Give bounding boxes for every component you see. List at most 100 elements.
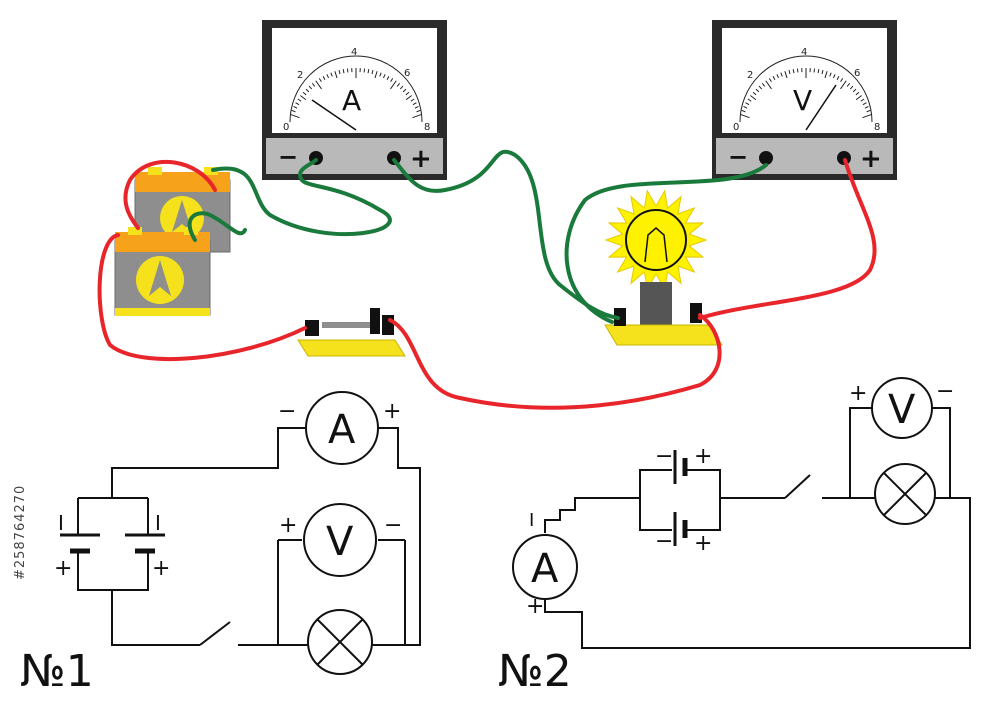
ammeter-scale-6: 6 — [404, 68, 410, 79]
dial-tick — [768, 78, 772, 83]
dial-tick — [821, 69, 824, 75]
dial-tick — [817, 69, 820, 74]
dial-tick — [297, 98, 302, 102]
ammeter-minus-sign: − — [278, 143, 298, 171]
switch-post-middle — [370, 308, 380, 334]
bulb-filament — [644, 227, 668, 263]
sch1-battery-left-gap — [55, 535, 103, 553]
dial-tick — [772, 76, 776, 81]
voltmeter-terminal-panel — [716, 138, 893, 174]
sch2-voltmeter-minus: − — [936, 379, 954, 404]
dial-tick — [758, 85, 763, 90]
wire-green-battery-link — [187, 211, 247, 242]
dial-tick — [302, 91, 307, 96]
sch1-voltmeter-minus: − — [384, 513, 402, 538]
battery-front-top — [115, 232, 210, 252]
sch2-wire-loop — [544, 407, 971, 649]
sch1-ammeter-circle — [305, 391, 379, 465]
knife-switch — [297, 308, 406, 357]
lamp-post-left — [614, 308, 626, 326]
ammeter-terminal-panel — [266, 138, 443, 174]
wire-red-battery-top — [123, 160, 217, 230]
dial-tick — [390, 78, 394, 83]
voltmeter-scale-8: 8 — [874, 122, 880, 133]
dial-tick — [318, 78, 322, 83]
sch2-wire-ammeter-battery — [544, 497, 640, 533]
dial-tick — [382, 74, 386, 79]
sch1-ammeter-plus: + — [383, 399, 401, 424]
sch1-label: №1 — [20, 646, 94, 697]
dial-tick — [784, 71, 788, 79]
dial-tick — [855, 91, 860, 96]
lamp-post-right — [690, 303, 702, 323]
dial-tick — [300, 95, 307, 101]
sch1-battery-left-plus: + — [54, 556, 72, 581]
dial-tick — [849, 85, 854, 90]
dial-tick — [334, 71, 338, 79]
dial-tick — [399, 85, 404, 90]
dial-tick — [866, 109, 871, 113]
dial-tick — [864, 105, 869, 109]
voltmeter-ticks — [739, 68, 873, 119]
sch1-battery-right-gap — [120, 535, 168, 553]
dial-tick — [396, 82, 401, 87]
dial-tick — [405, 91, 410, 96]
dial-tick — [741, 109, 746, 113]
dial-tick — [840, 78, 844, 83]
dial-tick — [386, 76, 390, 81]
dial-tick — [829, 72, 832, 77]
switch-base — [297, 339, 406, 357]
dial-tick — [765, 80, 772, 90]
dial-tick — [379, 72, 382, 77]
dial-tick — [852, 88, 857, 93]
bulb-glass — [625, 209, 687, 271]
battery-front-arrow-icon — [149, 260, 171, 296]
wires — [97, 149, 877, 410]
sch2-battery-bottom-minus: − — [655, 529, 673, 554]
wire-red-battery-switch — [97, 233, 307, 362]
dial-tick — [390, 80, 397, 90]
battery-front — [114, 227, 211, 316]
voltmeter-scale-arc — [739, 55, 873, 123]
sch1-switch-blade — [199, 621, 231, 646]
dial-tick — [846, 82, 851, 87]
dial-tick — [311, 82, 316, 87]
dial-tick — [405, 95, 412, 101]
wire-red-switch-lamp — [388, 313, 722, 410]
voltmeter-scale-4: 4 — [801, 47, 807, 58]
dial-tick — [289, 113, 300, 119]
sch2-ammeter-circle — [512, 534, 578, 600]
sch1-ammeter-minus: − — [278, 399, 296, 424]
sch2-lamp-cross — [883, 472, 927, 516]
battery-back-terminal-right — [204, 167, 218, 175]
voltmeter-device: 0 2 4 6 8 V − + — [712, 20, 897, 180]
battery-front-terminal-left — [128, 227, 142, 235]
dial-tick — [305, 88, 310, 93]
dial-tick — [315, 80, 322, 90]
sch1-voltmeter-symbol: V — [326, 519, 354, 565]
voltmeter-unit-symbol: V — [793, 84, 812, 117]
sch2-ammeter-symbol: A — [531, 546, 559, 592]
sch2-battery-top-minus: − — [655, 444, 673, 469]
dial-tick — [788, 69, 791, 75]
dial-tick — [824, 71, 828, 79]
dial-tick — [326, 74, 330, 79]
switch-post-left — [305, 320, 319, 336]
dial-tick — [743, 105, 748, 109]
dial-tick — [836, 76, 840, 81]
dial-tick — [342, 69, 345, 74]
dial-tick — [338, 69, 341, 75]
wire-green-battery-ammeter — [211, 158, 392, 237]
dial-tick — [862, 102, 867, 106]
dial-tick — [322, 76, 326, 81]
sch1-wire-bottom-left — [111, 590, 200, 646]
wire-red-lamp-voltmeter — [698, 158, 877, 320]
ammeter-scale-arc — [289, 55, 423, 123]
dial-tick — [414, 105, 419, 109]
wire-green-lamp-voltmeter — [564, 163, 768, 324]
ammeter-plus-sign: + — [410, 144, 432, 174]
dial-tick — [412, 102, 417, 106]
ammeter-scale-0: 0 — [283, 122, 289, 133]
schematic-2: − + − + A I + V + − №2 — [498, 377, 971, 697]
